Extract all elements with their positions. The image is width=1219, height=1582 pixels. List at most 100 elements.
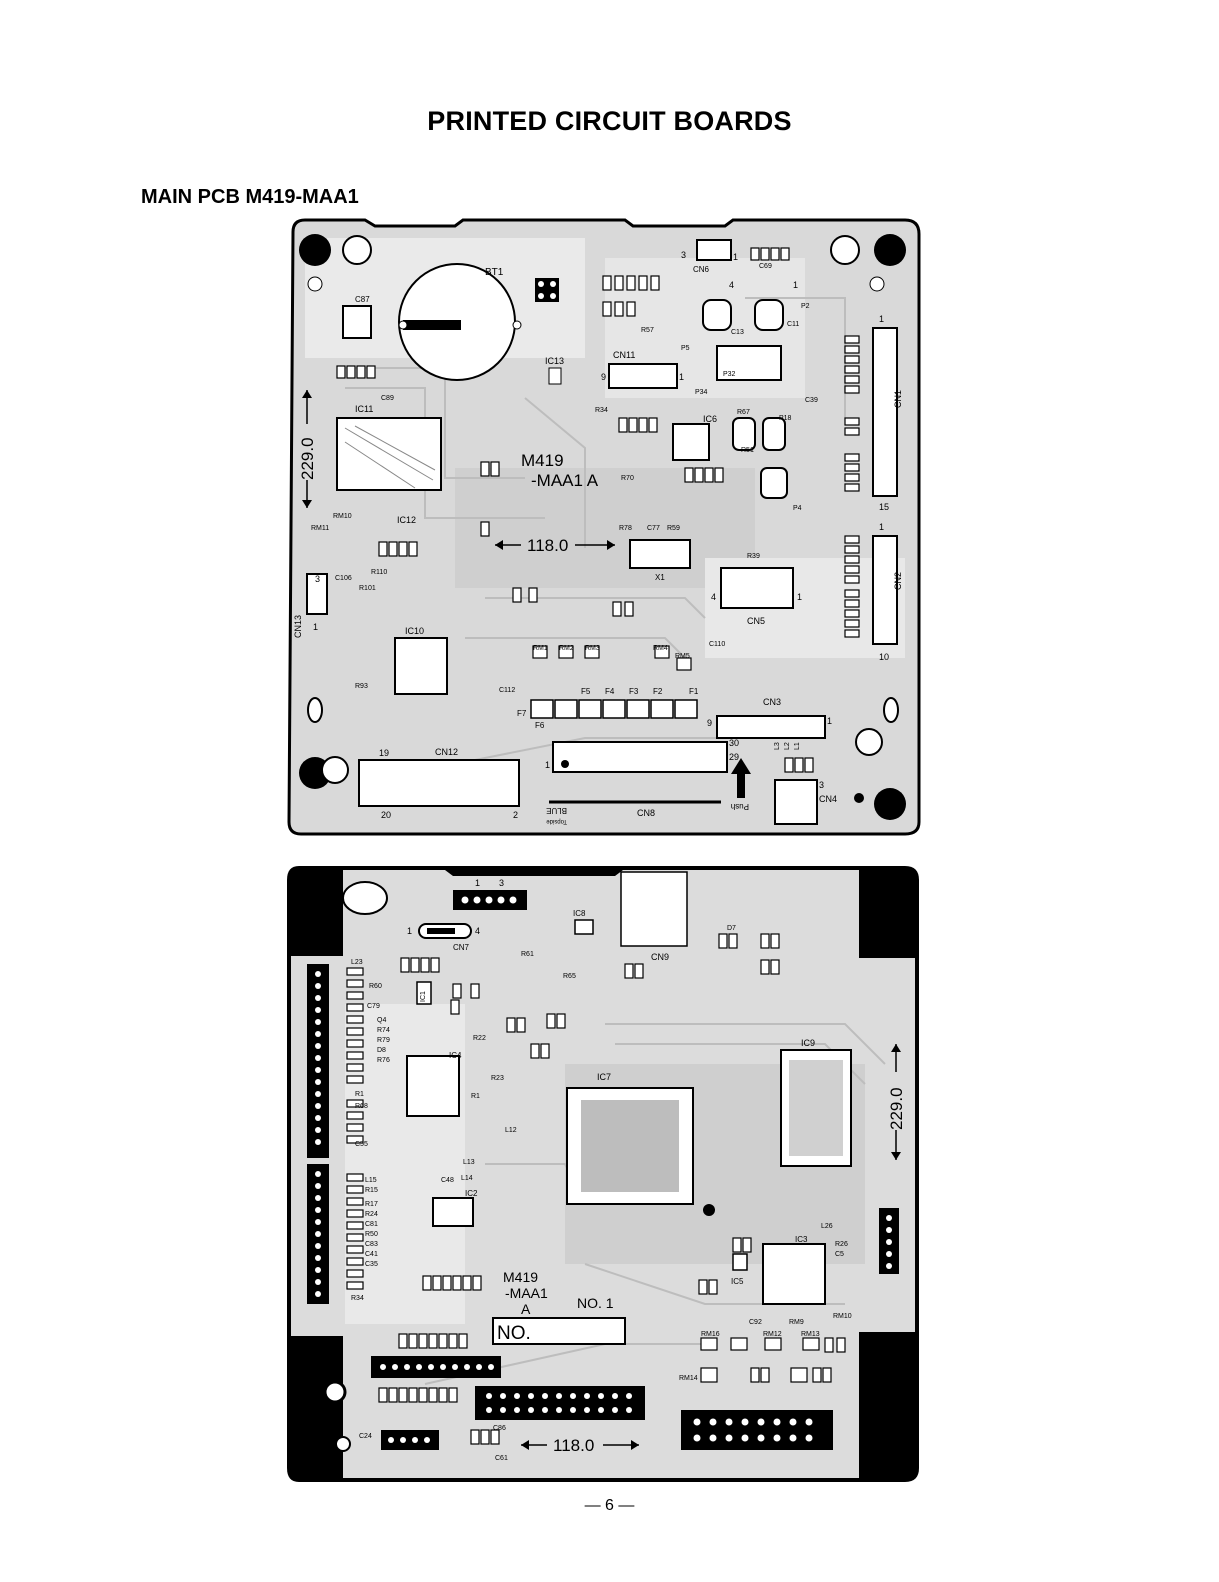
component-label: C81 (365, 1221, 378, 1228)
component-label: R34 (595, 407, 608, 414)
component-label: L23 (351, 959, 363, 966)
ic11-label: IC11 (355, 404, 373, 414)
component-label: C92 (749, 1319, 762, 1326)
component-label: C55 (355, 1141, 368, 1148)
cn3-label: CN3 (763, 697, 781, 707)
component-label: P34 (695, 389, 708, 396)
pin-number: 1 (827, 716, 832, 726)
page-title: PRINTED CIRCUIT BOARDS (427, 106, 792, 136)
dimension-horizontal: 118.0 (527, 536, 568, 555)
dimension-vertical: 229.0 (298, 437, 317, 480)
coil-label: L3 (774, 742, 781, 750)
pin-number: 1 (879, 522, 884, 532)
pin-number: 1 (679, 372, 684, 382)
component-label: RM2 (559, 645, 574, 652)
component-label: RM13 (801, 1331, 820, 1338)
component-label: C11 (787, 321, 799, 328)
pin-number: 1 (313, 622, 318, 632)
component-label: C79 (367, 1003, 380, 1010)
component-label: R70 (621, 475, 634, 482)
component-label: L12 (505, 1127, 517, 1134)
component-label: R34 (351, 1295, 364, 1302)
fuse-label: F6 (535, 721, 545, 730)
component-label: R76 (377, 1057, 390, 1064)
cn7-label: CN7 (453, 943, 470, 952)
cn6-label: CN6 (693, 265, 710, 274)
component-label: C39 (805, 397, 818, 404)
component-label: C112 (499, 687, 515, 694)
pin-number: 30 (729, 738, 739, 748)
pin-number: 29 (729, 752, 739, 762)
cn9-label: CN9 (651, 952, 669, 962)
ic10-label: IC10 (405, 626, 424, 636)
no-box-label: NO. (497, 1323, 531, 1344)
component-label: C24 (359, 1433, 372, 1440)
component-label: RM10 (833, 1313, 852, 1320)
coil-label: L1 (794, 742, 801, 750)
ic8-label: IC8 (573, 909, 586, 918)
component-label: C106 (335, 575, 352, 582)
component-label: R68 (355, 1103, 368, 1110)
component-label: RM12 (763, 1331, 782, 1338)
component-label: C110 (709, 641, 725, 648)
pin-number: 1 (545, 760, 550, 770)
coil-label: L2 (784, 742, 791, 750)
pcb-marking-line1: M419 (521, 451, 564, 470)
pin-number: 3 (315, 574, 320, 584)
component-label: R17 (365, 1201, 378, 1208)
component-label: L26 (821, 1223, 833, 1230)
ic3-label: IC3 (795, 1235, 808, 1244)
cn13-label: CN13 (293, 615, 303, 638)
fuse-label: F7 (517, 709, 527, 718)
pin-number: 1 (879, 314, 884, 324)
component-label: R39 (747, 553, 760, 560)
component-label: C77 (647, 525, 660, 532)
push-label: Push (731, 802, 749, 811)
component-label: C5 (835, 1251, 844, 1258)
component-label: R79 (377, 1037, 390, 1044)
component-label: L14 (461, 1175, 473, 1182)
component-label: Q4 (377, 1017, 386, 1024)
ic7-label: IC7 (597, 1072, 611, 1082)
component-label: R1 (355, 1091, 364, 1098)
component-label: P5 (681, 345, 690, 352)
component-label: C61 (495, 1455, 508, 1462)
cn4-label: CN4 (819, 794, 837, 804)
top-pcb-diagram: BT1 IC11 IC12 IC10 IC13 IC6 X1 CN11 CN6 … (285, 218, 921, 838)
component-label: C35 (365, 1261, 378, 1268)
component-label: RM9 (789, 1319, 804, 1326)
component-label: R101 (359, 585, 376, 592)
pcb-marking-line2: -MAA1 A (531, 471, 599, 490)
component-label: D8 (377, 1047, 386, 1054)
pin-number: 3 (499, 878, 504, 888)
ic12-label: IC12 (397, 515, 416, 525)
pin-number: 10 (879, 652, 889, 662)
dimension-vertical: 229.0 (887, 1087, 906, 1130)
component-label: R74 (377, 1027, 390, 1034)
fuse-label: F1 (689, 687, 699, 696)
pin-number: 1 (793, 280, 798, 290)
component-label: RM1 (533, 645, 548, 652)
pcb-marking-line1: M419 (503, 1269, 538, 1285)
component-label: C89 (381, 395, 394, 402)
component-label: RM5 (675, 653, 690, 660)
ic4-label: IC4 (449, 1051, 462, 1060)
fuse-label: F3 (629, 687, 639, 696)
component-label: P2 (801, 303, 810, 310)
no-1-label: NO. 1 (577, 1295, 614, 1311)
component-label: R1 (471, 1093, 480, 1100)
pin-number: 4 (711, 592, 716, 602)
pin-number: 4 (475, 926, 480, 936)
component-label: L13 (463, 1159, 475, 1166)
component-label: L15 (365, 1177, 377, 1184)
pin-number: 1 (475, 878, 480, 888)
ic6-label: IC6 (703, 414, 717, 424)
pin-number: 1 (733, 252, 738, 262)
component-label: R57 (641, 327, 654, 334)
component-label: R22 (473, 1035, 486, 1042)
ic13-label: IC13 (545, 356, 564, 366)
component-label: P18 (779, 415, 792, 422)
component-label: RM16 (701, 1331, 720, 1338)
component-label: P32 (723, 371, 736, 378)
dimension-horizontal: 118.0 (553, 1436, 594, 1455)
